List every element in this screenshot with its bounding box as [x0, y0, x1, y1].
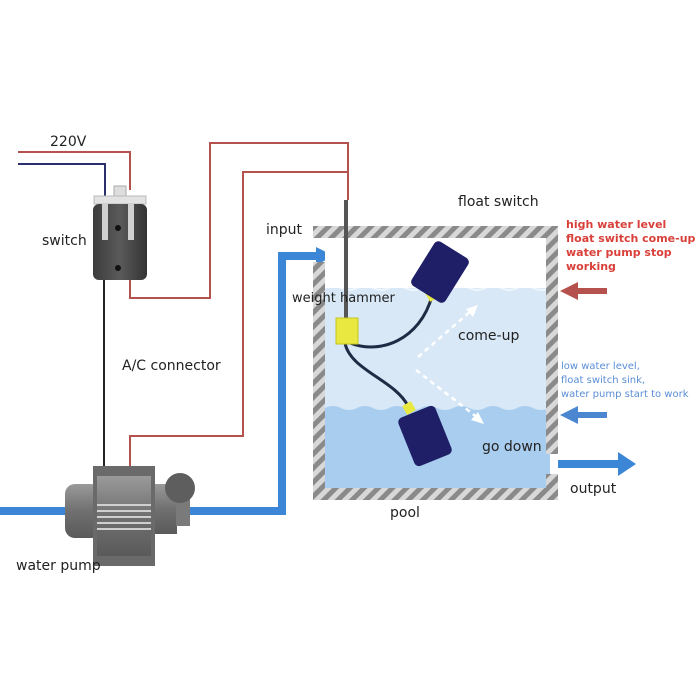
blue-wire-in [18, 163, 106, 200]
come-up-label: come-up [458, 328, 519, 344]
high-water-note: high water level float switch come-up wa… [566, 218, 696, 273]
ac-connector-label: A/C connector [122, 358, 221, 374]
svg-text:working: working [566, 260, 616, 273]
switch-device [93, 185, 147, 280]
water-pump [65, 466, 195, 566]
tank-wall-top [313, 226, 558, 238]
switch-label: switch [42, 233, 87, 249]
red-wire-inner [129, 171, 348, 466]
output-label: output [570, 481, 617, 497]
float-high [411, 241, 469, 303]
tank-wall-bottom [313, 488, 558, 500]
svg-text:float switch come-up: float switch come-up [566, 232, 696, 245]
svg-text:water pump start to work: water pump start to work [561, 389, 689, 400]
pool-label: pool [390, 505, 420, 521]
power-wires [18, 151, 131, 200]
svg-text:low water level,: low water level, [561, 361, 640, 372]
svg-text:water pump stop: water pump stop [566, 246, 672, 259]
tank-wall-right [546, 226, 558, 454]
output-pipe [558, 460, 620, 468]
level-arrows [560, 282, 607, 424]
float-low [398, 405, 452, 467]
low-water-note: low water level, float switch sink, wate… [561, 361, 689, 400]
red-wire-in [18, 151, 131, 190]
weight-hammer [335, 317, 359, 345]
input-label: input [266, 222, 303, 238]
voltage-label: 220V [50, 134, 87, 150]
go-down-label: go down [482, 439, 542, 455]
weight-hammer-label: weight hammer [292, 291, 395, 306]
svg-text:high water level: high water level [566, 218, 666, 231]
output-arrow [618, 452, 636, 476]
float-switch-label: float switch [458, 194, 539, 210]
svg-text:float switch sink,: float switch sink, [561, 375, 645, 386]
float-switch [335, 200, 484, 467]
tank-wall-left [313, 262, 325, 500]
red-wire-outer [129, 142, 349, 299]
water-pump-label: water pump [16, 558, 101, 574]
